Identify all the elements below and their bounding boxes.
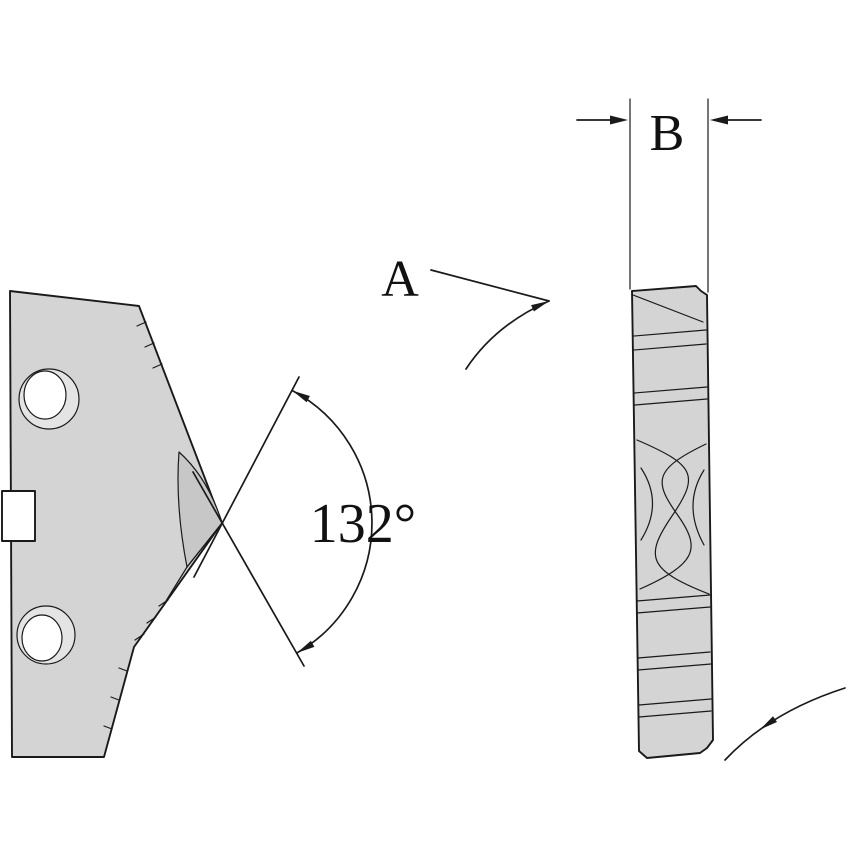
serration-mark bbox=[152, 363, 163, 369]
angle-arrowhead-lower bbox=[297, 640, 315, 653]
thickness-dimension: B bbox=[576, 98, 762, 293]
point-angle-dimension: 132° bbox=[192, 376, 416, 667]
serration-mark bbox=[136, 321, 147, 327]
facet-line bbox=[637, 663, 712, 671]
facet-line bbox=[636, 594, 711, 602]
chisel-edge-profile bbox=[639, 443, 707, 590]
drive-notch bbox=[1, 490, 36, 542]
dimension-arrow-left bbox=[610, 115, 628, 125]
serration-mark bbox=[134, 633, 145, 641]
facet-line bbox=[638, 698, 712, 706]
serration-mark bbox=[146, 616, 157, 624]
angle-arrowhead-upper bbox=[292, 390, 310, 403]
angle-arc bbox=[291, 389, 373, 654]
facet-line bbox=[636, 606, 711, 614]
angle-a-arrowhead-upper bbox=[531, 301, 549, 312]
side-view bbox=[631, 285, 714, 759]
facet-line bbox=[637, 651, 711, 659]
serration-mark bbox=[144, 342, 155, 348]
serration-mark bbox=[118, 667, 128, 672]
dim-b-label: B bbox=[650, 105, 685, 162]
serration-mark bbox=[158, 599, 169, 607]
facet-line bbox=[633, 329, 707, 337]
facet-line bbox=[638, 710, 712, 718]
serration-mark bbox=[110, 696, 120, 701]
dim-a-label: A bbox=[381, 251, 419, 308]
angle-leg-upper bbox=[193, 376, 300, 578]
leader-line-a bbox=[430, 269, 550, 302]
facet-line bbox=[633, 386, 708, 394]
front-view bbox=[1, 290, 223, 758]
facet-line bbox=[633, 343, 707, 351]
facet-line bbox=[634, 398, 708, 406]
point-angle-label: 132° bbox=[310, 493, 416, 555]
chisel-edge-lens bbox=[640, 467, 653, 541]
facet-edge-line bbox=[165, 566, 188, 602]
lower-mounting-hole bbox=[21, 614, 63, 662]
chisel-edge-lens bbox=[692, 469, 705, 546]
angle-a-arc-upper bbox=[465, 300, 550, 370]
angle-a-arc-lower bbox=[724, 687, 846, 761]
insert-body-side bbox=[631, 285, 714, 759]
serration-mark bbox=[103, 725, 113, 730]
facet-line bbox=[632, 294, 704, 323]
dimension-arrow-right bbox=[710, 115, 728, 125]
angle-a-arrowhead-lower bbox=[760, 716, 777, 730]
angle-leg-lower bbox=[192, 471, 305, 667]
upper-mounting-hole bbox=[23, 370, 67, 420]
angle-a-dimension: A bbox=[381, 251, 846, 761]
facet-edge-line bbox=[186, 522, 223, 568]
